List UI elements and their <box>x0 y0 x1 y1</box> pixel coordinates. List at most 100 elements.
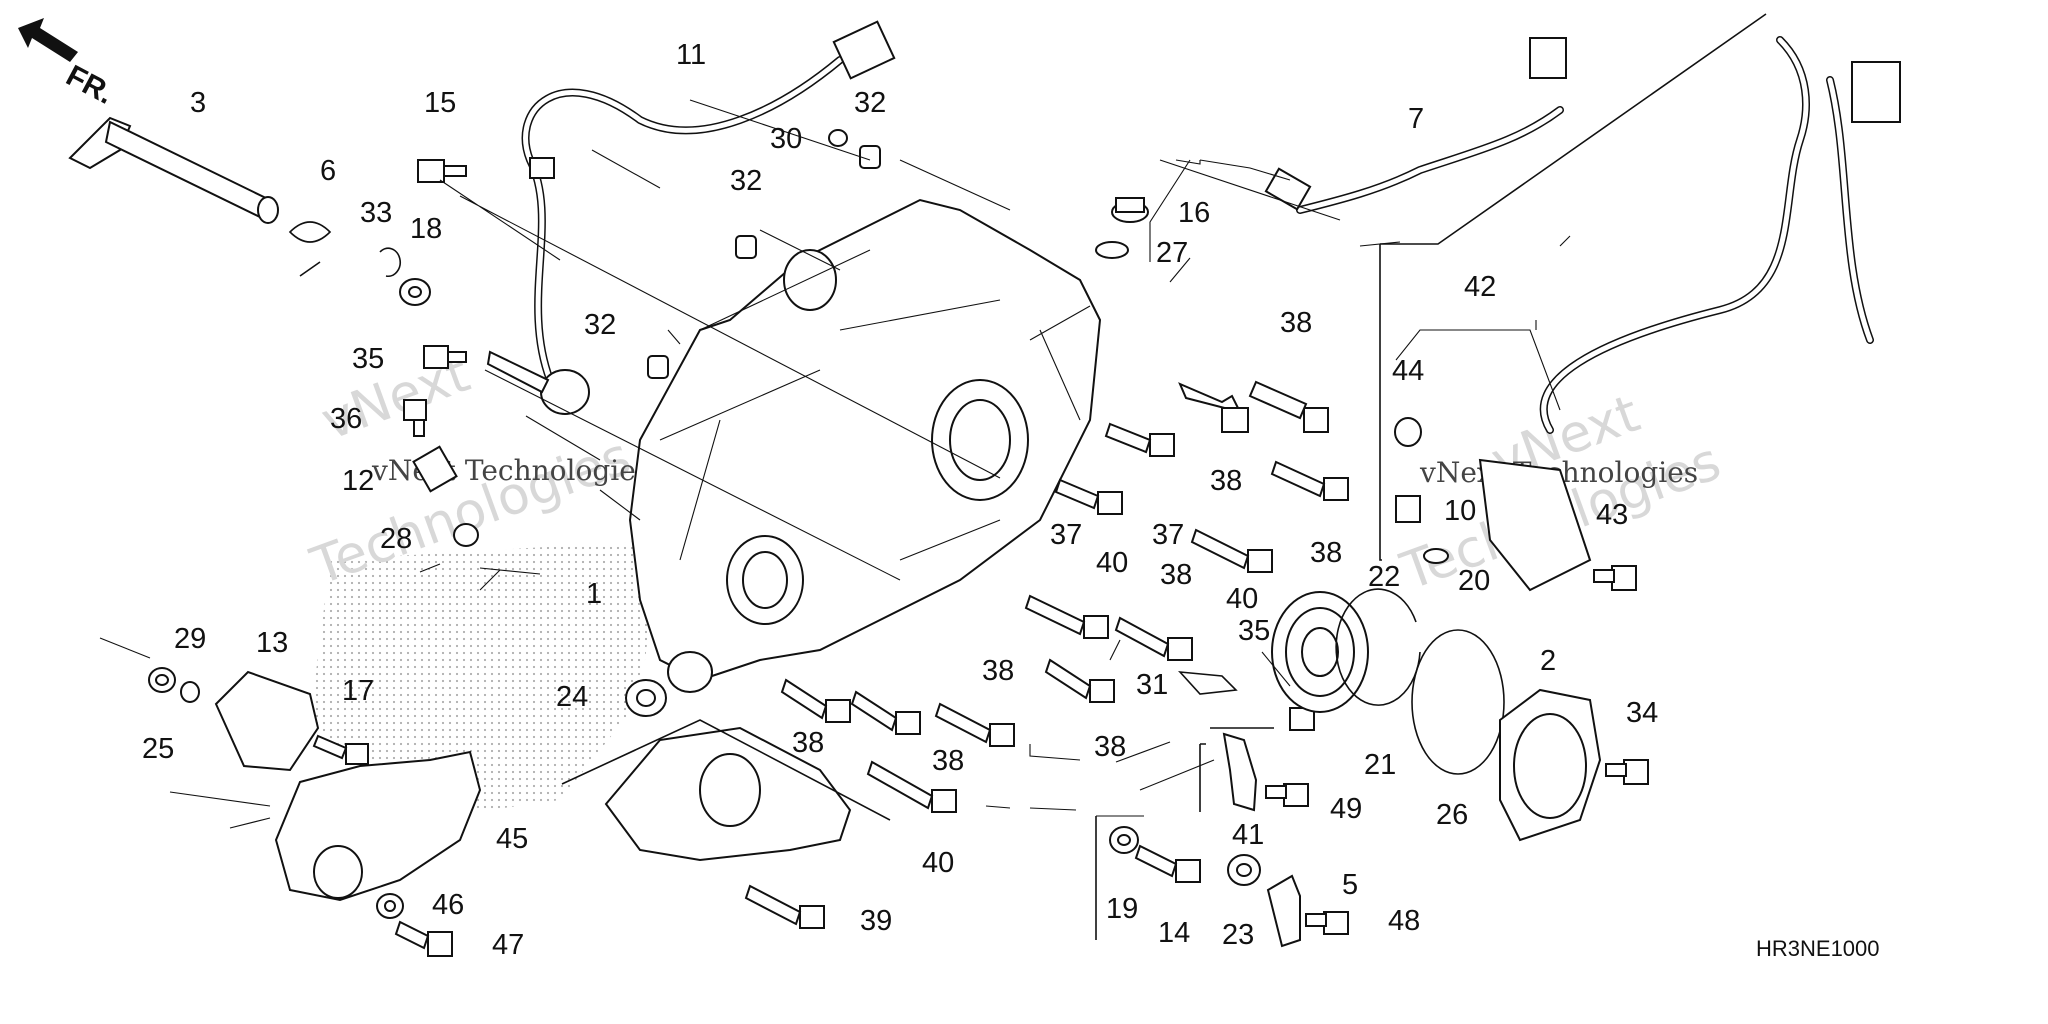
callout-26: 26 <box>1436 799 1468 831</box>
callout-39: 39 <box>860 905 892 937</box>
callout-40c: 40 <box>922 847 954 879</box>
callout-20: 20 <box>1458 565 1490 597</box>
front-direction-arrow-icon <box>18 18 78 62</box>
part-lower-case-bore <box>699 753 761 827</box>
part-oring-29 <box>180 681 200 703</box>
part-plug-16 <box>1111 197 1149 223</box>
part-snap-ring-21 <box>1335 588 1421 706</box>
part-bolt-43 <box>1593 565 1637 591</box>
callout-37a: 37 <box>1050 519 1082 551</box>
part-bolt-36 <box>403 399 427 437</box>
part-seal-24 <box>625 679 667 717</box>
callout-47: 47 <box>492 929 524 961</box>
callout-16: 16 <box>1178 197 1210 229</box>
callout-10: 10 <box>1444 495 1476 527</box>
part-oring-26 <box>1411 629 1505 775</box>
callout-19: 19 <box>1106 893 1138 925</box>
callout-14: 14 <box>1158 917 1190 949</box>
callout-25: 25 <box>142 733 174 765</box>
sealant-area <box>310 540 660 820</box>
callout-1: 1 <box>586 578 602 610</box>
callout-7: 7 <box>1408 103 1424 135</box>
callout-11: 11 <box>676 39 706 71</box>
callout-40a: 40 <box>1096 547 1128 579</box>
part-sensor-harness <box>486 20 896 415</box>
part-collar-23 <box>1227 854 1261 886</box>
callout-32a: 32 <box>854 87 886 119</box>
part-switch-10 <box>1395 495 1421 523</box>
part-dowel-32a <box>859 145 881 169</box>
part-washer-18 <box>399 278 431 306</box>
part-oring-27 <box>1095 241 1129 259</box>
callout-17: 17 <box>342 675 374 707</box>
leader-lines <box>99 13 1767 940</box>
part-dowel-32b <box>735 235 757 259</box>
part-bolt-48 <box>1305 911 1349 935</box>
callout-43: 43 <box>1596 499 1628 531</box>
callout-38b: 38 <box>1210 465 1242 497</box>
callout-12: 12 <box>342 465 374 497</box>
callout-35b: 35 <box>1238 615 1270 647</box>
callout-36: 36 <box>330 403 362 435</box>
part-bolt-14 <box>1134 844 1201 883</box>
callout-18: 18 <box>410 213 442 245</box>
callout-5: 5 <box>1342 869 1358 901</box>
part-clip-31 <box>1178 671 1238 695</box>
svg-text:vNext Technologies: vNext Technologies <box>371 454 650 487</box>
callout-6: 6 <box>320 155 336 187</box>
part-sensor-12 <box>412 445 458 493</box>
part-bolt-34 <box>1605 759 1649 785</box>
callout-38a: 38 <box>1280 307 1312 339</box>
part-sensor-13 <box>214 670 320 772</box>
callout-labels: 1 2 3 5 6 7 10 11 12 13 14 15 16 17 18 1… <box>142 39 1658 961</box>
callout-3: 3 <box>190 87 206 119</box>
part-bolt-49 <box>1265 783 1309 807</box>
callout-30: 30 <box>770 123 802 155</box>
callout-48: 48 <box>1388 905 1420 937</box>
callout-38f: 38 <box>792 727 824 759</box>
callout-37b: 37 <box>1152 519 1184 551</box>
part-dowel-32c <box>647 355 669 379</box>
callout-38d: 38 <box>1160 559 1192 591</box>
part-bolt-17 <box>312 734 369 765</box>
part-crankcase-cover <box>628 198 1102 693</box>
part-oring-30 <box>828 129 848 147</box>
callout-21: 21 <box>1364 749 1396 781</box>
callout-24: 24 <box>556 681 588 713</box>
part-shift-shaft <box>68 116 279 224</box>
part-washer-46 <box>376 893 404 919</box>
part-guard-45 <box>274 750 482 902</box>
callout-35a: 35 <box>352 343 384 375</box>
callout-44: 44 <box>1392 355 1424 387</box>
part-cover-plate-2 <box>1499 688 1602 842</box>
callout-33: 33 <box>360 197 392 229</box>
callout-2: 2 <box>1540 645 1556 677</box>
callout-49: 49 <box>1330 793 1362 825</box>
part-wire-7 <box>1264 37 1567 214</box>
callout-22: 22 <box>1368 561 1400 593</box>
part-bracket-5 <box>1266 874 1301 948</box>
callout-31: 31 <box>1136 669 1168 701</box>
callout-38g: 38 <box>932 745 964 777</box>
part-guard-45-hole <box>313 845 363 899</box>
callout-23: 23 <box>1222 919 1254 951</box>
diagram-code: HR3NE1000 <box>1756 936 1880 961</box>
callout-27: 27 <box>1156 237 1188 269</box>
part-bolt-35 <box>423 345 467 369</box>
part-washer-25 <box>148 667 176 693</box>
part-washer-19 <box>1109 826 1139 854</box>
part-bolt-47 <box>394 920 453 957</box>
bolts-cluster <box>744 380 1349 929</box>
callout-34: 34 <box>1626 697 1658 729</box>
callout-38e: 38 <box>982 655 1014 687</box>
part-oring-28 <box>453 523 479 547</box>
callout-13: 13 <box>256 627 288 659</box>
callout-15: 15 <box>424 87 456 119</box>
callout-46: 46 <box>432 889 464 921</box>
callout-29: 29 <box>174 623 206 655</box>
part-spring <box>288 221 332 277</box>
part-bracket-41 <box>1222 732 1258 812</box>
front-direction-label: FR. <box>61 59 119 111</box>
callout-42: 42 <box>1464 271 1496 303</box>
